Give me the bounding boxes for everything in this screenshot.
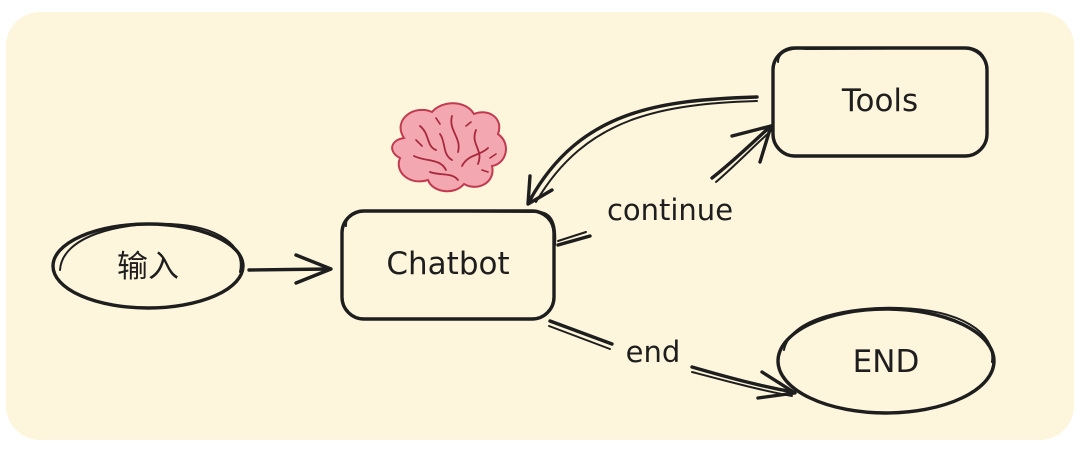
- edge-input-to-chatbot: [247, 253, 333, 285]
- node-chatbot: Chatbot: [340, 209, 557, 321]
- edge-tools-to-chatbot: [526, 95, 759, 206]
- brain-icon: [391, 102, 507, 193]
- node-end-label: END: [853, 344, 920, 380]
- node-input: 输入: [51, 222, 245, 310]
- node-chatbot-label: Chatbot: [386, 246, 509, 282]
- edge-continue-label: continue: [607, 193, 733, 227]
- edge-chatbot-to-end: end: [548, 319, 797, 400]
- node-input-label: 输入: [117, 249, 179, 285]
- edge-chatbot-to-tools: continue: [556, 124, 773, 247]
- diagram-background: [6, 12, 1074, 440]
- node-end: END: [776, 306, 996, 415]
- edge-end-label: end: [626, 335, 681, 369]
- node-tools-label: Tools: [841, 83, 918, 119]
- node-tools: Tools: [771, 46, 989, 158]
